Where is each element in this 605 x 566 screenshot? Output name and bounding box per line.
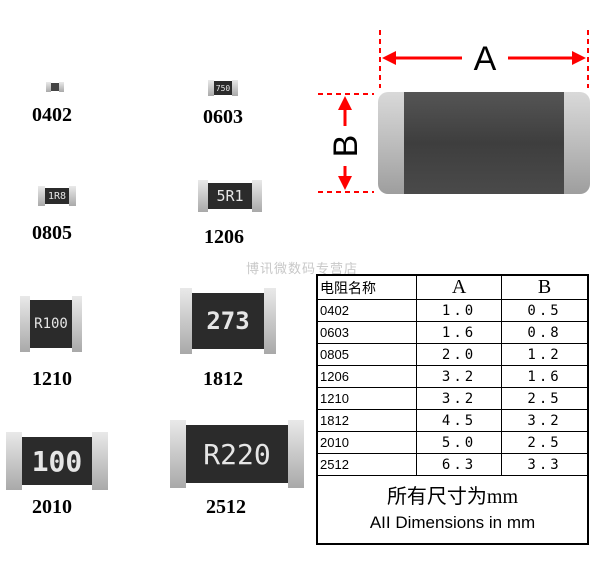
cell-a: 3.2 xyxy=(415,387,503,410)
table-row: 0402 1.0 0.5 xyxy=(316,299,589,322)
chip-terminal xyxy=(69,186,76,206)
chip-2512-image: R220 xyxy=(170,420,304,488)
cell-a: 5.0 xyxy=(415,431,503,454)
chip-0402-image xyxy=(46,82,64,92)
cell-a: 4.5 xyxy=(415,409,503,432)
watermark-text: 博讯微数码专营店 xyxy=(246,261,359,276)
cell-a: 3.2 xyxy=(415,365,503,388)
chip-marking: 1R8 xyxy=(47,190,67,202)
chip-body: 1R8 xyxy=(45,187,69,205)
header-b: B xyxy=(501,274,589,300)
chip-marking: 273 xyxy=(206,307,250,335)
cell-b: 3.3 xyxy=(501,453,589,476)
table-row: 2512 6.3 3.3 xyxy=(316,453,589,476)
chip-terminal xyxy=(198,180,208,212)
chip-terminal xyxy=(180,288,192,354)
chip-marking: 750 xyxy=(215,83,231,93)
cell-size: 2010 xyxy=(316,431,417,454)
chip-1812-image: 273 xyxy=(180,288,276,354)
cell-size: 0603 xyxy=(316,321,417,344)
cell-b: 2.5 xyxy=(501,431,589,454)
chip-terminal xyxy=(208,80,214,96)
dimension-a-label: A xyxy=(474,40,497,78)
header-a: A xyxy=(415,274,503,300)
cell-size: 0805 xyxy=(316,343,417,366)
chip-terminal xyxy=(6,432,22,490)
chip-1206-image: 5R1 xyxy=(198,180,262,212)
cell-a: 1.0 xyxy=(415,299,503,322)
dimension-b-label: B xyxy=(327,135,365,158)
table-row: 1206 3.2 1.6 xyxy=(316,365,589,388)
cell-a: 6.3 xyxy=(415,453,503,476)
cell-size: 2512 xyxy=(316,453,417,476)
footer-cn: 所有尺寸为mm xyxy=(386,486,519,508)
cell-b: 1.2 xyxy=(501,343,589,366)
table-row: 0805 2.0 1.2 xyxy=(316,343,589,366)
size-label-0805: 0805 xyxy=(32,222,72,244)
chip-terminal xyxy=(38,186,45,206)
size-label-2512: 2512 xyxy=(206,496,246,518)
dimension-a-arrow xyxy=(379,30,589,88)
chip-marking: 5R1 xyxy=(216,187,244,205)
chip-terminal xyxy=(232,80,238,96)
cell-b: 1.6 xyxy=(501,365,589,388)
chip-body xyxy=(51,83,59,91)
size-label-1206: 1206 xyxy=(204,226,244,248)
footer-en: AII Dimensions in mm xyxy=(369,513,536,532)
cell-b: 0.8 xyxy=(501,321,589,344)
chip-body: R100 xyxy=(30,300,72,348)
cell-b: 0.5 xyxy=(501,299,589,322)
chip-terminal xyxy=(92,432,108,490)
chip-body: 750 xyxy=(214,81,232,95)
table-row: 0603 1.6 0.8 xyxy=(316,321,589,344)
chip-0603-image: 750 xyxy=(208,80,238,96)
chip-terminal xyxy=(20,296,30,352)
table-header-row: 电阻名称 A B xyxy=(316,274,589,300)
dimension-diagram: A B xyxy=(318,30,590,194)
size-label-1812: 1812 xyxy=(203,368,243,390)
table-row: 1812 4.5 3.2 xyxy=(316,409,589,432)
chip-2010-image: 100 xyxy=(6,432,108,490)
chip-1210-image: R100 xyxy=(20,296,82,352)
resistor-diagram xyxy=(378,92,590,194)
chip-terminal xyxy=(252,180,262,212)
chip-body: 273 xyxy=(192,293,264,349)
cell-b: 3.2 xyxy=(501,409,589,432)
chip-terminal xyxy=(170,420,186,488)
chip-marking: R220 xyxy=(203,437,271,471)
chip-terminal xyxy=(46,82,51,92)
cell-size: 1210 xyxy=(316,387,417,410)
chip-body: 100 xyxy=(22,436,92,486)
chip-marking: R100 xyxy=(34,316,68,332)
header-name: 电阻名称 xyxy=(316,274,417,300)
table-row: 1210 3.2 2.5 xyxy=(316,387,589,410)
size-label-0603: 0603 xyxy=(203,106,243,128)
table-footer-row: 所有尺寸为mm AII Dimensions in mm xyxy=(316,475,589,545)
cell-size: 1812 xyxy=(316,409,417,432)
table-footer: 所有尺寸为mm AII Dimensions in mm xyxy=(316,475,589,545)
chip-terminal xyxy=(264,288,276,354)
cell-a: 1.6 xyxy=(415,321,503,344)
chip-terminal xyxy=(59,82,64,92)
size-label-1210: 1210 xyxy=(32,368,72,390)
size-label-2010: 2010 xyxy=(32,496,72,518)
size-label-0402: 0402 xyxy=(32,104,72,126)
cell-size: 0402 xyxy=(316,299,417,322)
cell-a: 2.0 xyxy=(415,343,503,366)
chip-terminal xyxy=(288,420,304,488)
chip-body: R220 xyxy=(186,425,288,483)
chip-marking: 100 xyxy=(31,444,83,478)
table-row: 2010 5.0 2.5 xyxy=(316,431,589,454)
dimension-b-arrow xyxy=(318,93,374,193)
chip-0805-image: 1R8 xyxy=(38,186,76,206)
cell-size: 1206 xyxy=(316,365,417,388)
chip-terminal xyxy=(72,296,82,352)
dimensions-table: 电阻名称 A B 0402 1.0 0.5 0603 1.6 0.8 0805 … xyxy=(316,274,589,545)
chip-body: 5R1 xyxy=(208,182,252,210)
cell-b: 2.5 xyxy=(501,387,589,410)
